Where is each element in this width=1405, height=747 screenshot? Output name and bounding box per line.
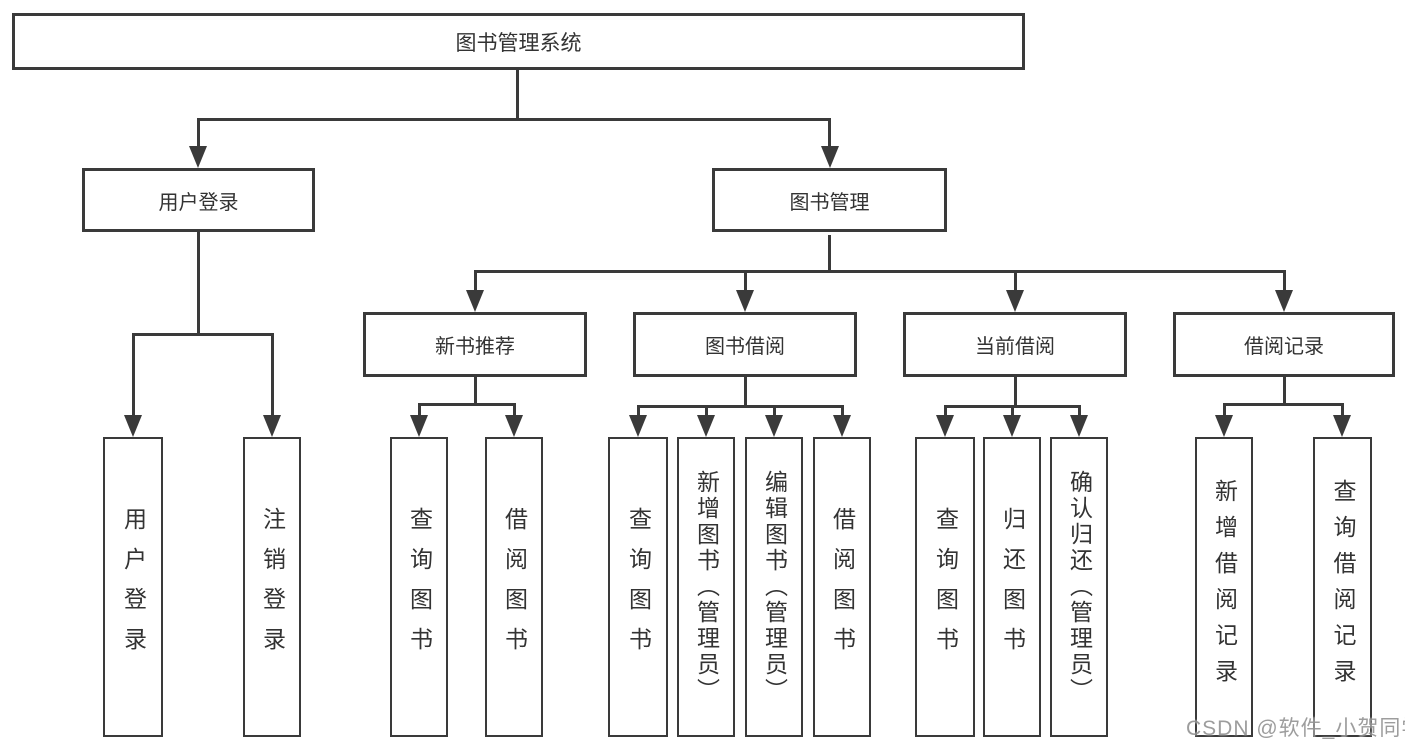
- connector-line: [637, 408, 640, 421]
- connector-line: [1283, 273, 1286, 295]
- arrowhead-down-icon: [936, 415, 954, 437]
- connector-line: [197, 232, 200, 335]
- leaf-logout: 注销登录: [243, 437, 301, 737]
- connector-line: [828, 235, 831, 273]
- arrowhead-down-icon: [505, 415, 523, 437]
- node-book-management: 图书管理: [712, 168, 947, 232]
- watermark: CSDN @软件_小贺同学: [1186, 717, 1405, 740]
- arrowhead-down-icon: [1333, 415, 1351, 437]
- arrowhead-down-icon: [821, 146, 839, 168]
- leaf-query-borrow-record: 查询借阅记录: [1313, 437, 1372, 737]
- connector-line: [744, 377, 747, 407]
- arrowhead-down-icon: [765, 415, 783, 437]
- leaf-borrow-books-1: 借阅图书: [485, 437, 543, 737]
- leaf-user-login: 用户登录: [103, 437, 163, 737]
- arrowhead-down-icon: [189, 146, 207, 168]
- connector-line: [944, 408, 947, 421]
- leaf-add-book-admin: 新增图书（管理员）: [677, 437, 735, 737]
- connector-line: [418, 406, 421, 421]
- connector-line: [1223, 406, 1226, 421]
- leaf-return-book: 归还图书: [983, 437, 1041, 737]
- connector-line: [197, 118, 831, 121]
- connector-line: [1341, 406, 1344, 421]
- connector-line: [637, 405, 844, 408]
- leaf-query-books-1: 查询图书: [390, 437, 448, 737]
- connector-line: [1223, 403, 1344, 406]
- connector-line: [474, 377, 477, 405]
- connector-line: [132, 333, 274, 336]
- connector-line: [828, 121, 831, 150]
- leaf-query-books-3: 查询图书: [915, 437, 975, 737]
- connector-line: [705, 408, 708, 421]
- connector-line: [773, 408, 776, 421]
- arrowhead-down-icon: [1003, 415, 1021, 437]
- leaf-borrow-books-2: 借阅图书: [813, 437, 871, 737]
- connector-line: [1011, 408, 1014, 421]
- connector-line: [197, 121, 200, 150]
- connector-line: [1014, 377, 1017, 407]
- arrowhead-down-icon: [1275, 290, 1293, 312]
- arrowhead-down-icon: [410, 415, 428, 437]
- arrowhead-down-icon: [1006, 290, 1024, 312]
- arrowhead-down-icon: [124, 415, 142, 437]
- arrowhead-down-icon: [1070, 415, 1088, 437]
- arrowhead-down-icon: [263, 415, 281, 437]
- node-user-login: 用户登录: [82, 168, 315, 232]
- arrowhead-down-icon: [736, 290, 754, 312]
- node-book-borrow: 图书借阅: [633, 312, 857, 377]
- connector-line: [944, 405, 1081, 408]
- connector-line: [1078, 408, 1081, 421]
- connector-line: [474, 270, 1286, 273]
- connector-line: [513, 406, 516, 421]
- connector-line: [1283, 377, 1286, 405]
- arrowhead-down-icon: [1215, 415, 1233, 437]
- node-library-management-system: 图书管理系统: [12, 13, 1025, 70]
- connector-line: [418, 403, 516, 406]
- leaf-confirm-return-admin: 确认归还（管理员）: [1050, 437, 1108, 737]
- arrowhead-down-icon: [697, 415, 715, 437]
- leaf-query-books-2: 查询图书: [608, 437, 668, 737]
- connector-line: [516, 70, 519, 121]
- connector-line: [841, 408, 844, 421]
- connector-line: [744, 273, 747, 295]
- connector-line: [474, 273, 477, 295]
- arrowhead-down-icon: [466, 290, 484, 312]
- arrowhead-down-icon: [629, 415, 647, 437]
- node-current-borrow: 当前借阅: [903, 312, 1127, 377]
- node-new-book-recommend: 新书推荐: [363, 312, 587, 377]
- arrowhead-down-icon: [833, 415, 851, 437]
- leaf-edit-book-admin: 编辑图书（管理员）: [745, 437, 803, 737]
- connector-line: [271, 336, 274, 421]
- connector-line: [132, 336, 135, 421]
- connector-line: [1014, 273, 1017, 295]
- node-borrow-records: 借阅记录: [1173, 312, 1395, 377]
- leaf-add-borrow-record: 新增借阅记录: [1195, 437, 1253, 737]
